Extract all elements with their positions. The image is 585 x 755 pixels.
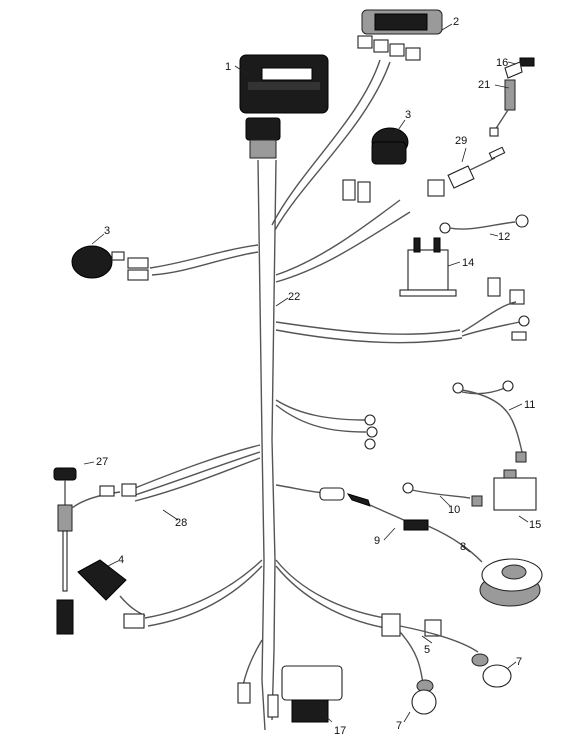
callout-29: 29 [455,135,467,147]
callout-15: 15 [529,519,541,531]
callout-17: 17 [334,725,346,737]
display-2 [357,9,443,61]
solenoid-branch-leads [461,301,530,341]
switch-3-right [371,127,409,165]
lead-10 [402,482,483,507]
switch-3-left [71,245,149,281]
callout-11: 11 [524,399,535,411]
callout-3-left: 3 [104,225,110,237]
callout-22: 22 [288,291,300,303]
connector-top-branch [342,179,371,203]
fuse-holder-29 [427,146,506,197]
callout-12: 12 [498,231,510,243]
leader-lines [83,23,529,723]
main-harness [134,59,463,731]
lights-5-7 [381,613,512,715]
callouts: 1 2 3 3 4 5 7 7 8 9 10 11 12 14 15 16 17… [96,16,541,737]
probe-27 [53,467,137,635]
lead-11 [452,380,527,463]
callout-1: 1 [225,61,231,73]
connector-9 [319,487,483,563]
callout-2: 2 [453,16,459,28]
switch-4 [77,559,146,629]
callout-9: 9 [374,535,380,547]
clutch-8 [479,558,543,607]
callout-21: 21 [478,79,490,91]
callout-10: 10 [448,504,460,516]
socket-17 [237,665,343,723]
callout-3-right: 3 [405,109,411,121]
ring-lead-12 [439,214,529,234]
module-1 [239,54,329,159]
callout-28: 28 [175,517,187,529]
callout-8: 8 [460,541,466,553]
callout-7-right: 7 [516,656,522,668]
callout-27: 27 [96,456,108,468]
callout-14: 14 [462,257,474,269]
callout-5: 5 [424,644,430,656]
callout-4: 4 [118,554,124,566]
key-switch-16 [489,57,535,137]
ring-terminals [364,414,378,450]
callout-7-left: 7 [396,720,402,732]
relay-15 [493,469,537,511]
callout-16: 16 [496,57,508,69]
solenoid-14 [399,237,525,305]
